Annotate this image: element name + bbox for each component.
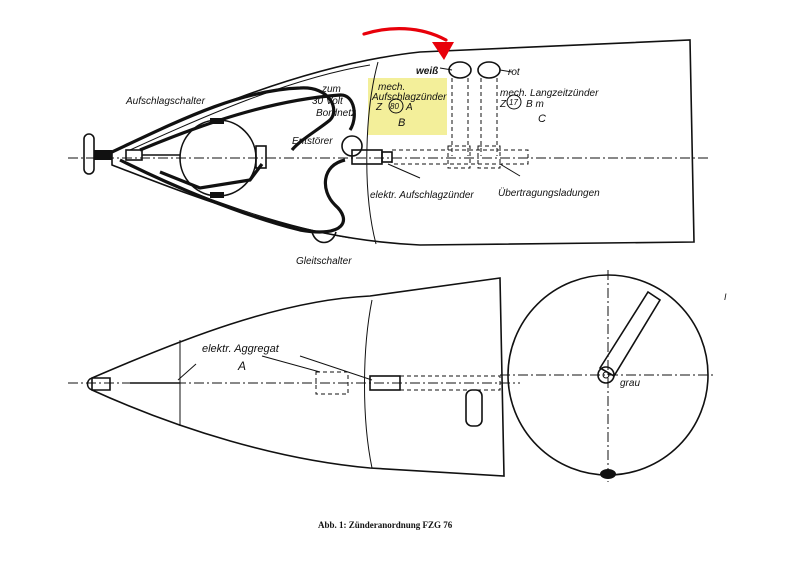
leader-elektr (387, 163, 421, 179)
leader-rot (499, 69, 513, 73)
label-aufschlagzuender: Aufschlagzünder (371, 92, 447, 103)
sphere-clamp-top (210, 118, 224, 124)
label-17: 17 (509, 98, 518, 107)
cross-bottom-fuze (600, 469, 616, 479)
mech-fuze-red (477, 61, 501, 79)
bottom-plan-view: elektr. Aggregat A (68, 277, 520, 477)
prop-hub (94, 150, 112, 160)
propeller (83, 133, 95, 175)
cross-hub-outer (597, 366, 615, 384)
figure-caption: Abb. 1: Zünderanordnung FZG 76 (318, 520, 453, 530)
label-z-a: Z (375, 102, 383, 113)
bottom-transfer-tube (399, 375, 501, 391)
wire-mid (159, 163, 264, 190)
cross-hub-inner (602, 371, 610, 379)
label-bordnetz: Bordnetz (316, 108, 356, 119)
top-nose-inner-b (129, 165, 351, 239)
label-c-letter: C (538, 113, 546, 125)
wire-bottom (119, 158, 346, 234)
wire-top-a (111, 86, 336, 154)
label-elektr-aufschlag: elektr. Aufschlagzünder (370, 190, 474, 201)
label-80: 80 (390, 102, 399, 111)
circle-17 (506, 94, 522, 110)
cross-section-view: grau I (500, 270, 727, 482)
label-z-b: Z (499, 99, 507, 110)
aggregat-box (315, 371, 349, 395)
label-entstoerer: Entstörer (292, 136, 333, 147)
transfer-charge-b (477, 145, 501, 169)
red-annotation-arrow (362, 27, 454, 60)
top-fuselage-outline (111, 39, 695, 246)
transfer-charge-a (447, 145, 471, 169)
label-uebertragung: Übertragungsladungen (498, 187, 600, 199)
label-zum: zum (321, 84, 341, 95)
label-a-bottom: A (237, 359, 246, 373)
cross-arm (598, 290, 662, 378)
label-weiss: weiß (416, 66, 438, 77)
mech-fuze-white (448, 61, 472, 79)
label-bm: B m (526, 99, 544, 110)
top-side-view: Aufschlagschalter weiß rot mech. Aufschl… (68, 39, 710, 267)
top-nose-inner (129, 64, 371, 151)
leader-aggregat-a (177, 363, 197, 381)
label-aufschlagschalter: Aufschlagschalter (125, 96, 206, 107)
elektr-aufschlagzuender-tip (381, 151, 393, 163)
label-volt: 30 Volt (312, 96, 344, 107)
label-a-letter: A (405, 102, 413, 113)
label-mech: mech. (378, 82, 405, 93)
label-mech-langzeit: mech. Langzeitzünder (500, 88, 599, 99)
leader-aggregat-c (299, 355, 373, 381)
label-elektr-aggregat: elektr. Aggregat (202, 343, 280, 355)
label-gleitschalter: Gleitschalter (296, 256, 352, 267)
sphere-cap (255, 145, 267, 169)
sphere-clamp-bottom (210, 192, 224, 198)
leader-aggregat-b (261, 355, 321, 373)
leader-weiss (439, 67, 453, 71)
bottom-fuselage-outline (91, 277, 505, 477)
leader-uebertragung (499, 163, 521, 177)
bottom-section-seam (364, 299, 373, 469)
transfer-charge-tube (391, 149, 529, 165)
label-rot: rot (508, 67, 521, 78)
bottom-fuze-stem (465, 389, 483, 427)
label-grau: grau (620, 378, 640, 389)
bottom-nose-tip (86, 377, 111, 391)
gleitschalter (311, 231, 337, 244)
label-roman-one: I (724, 292, 727, 302)
label-b-letter: B (398, 117, 405, 129)
circle-80 (388, 98, 404, 114)
highlight-box (368, 78, 447, 135)
wire-top-b (139, 93, 356, 152)
